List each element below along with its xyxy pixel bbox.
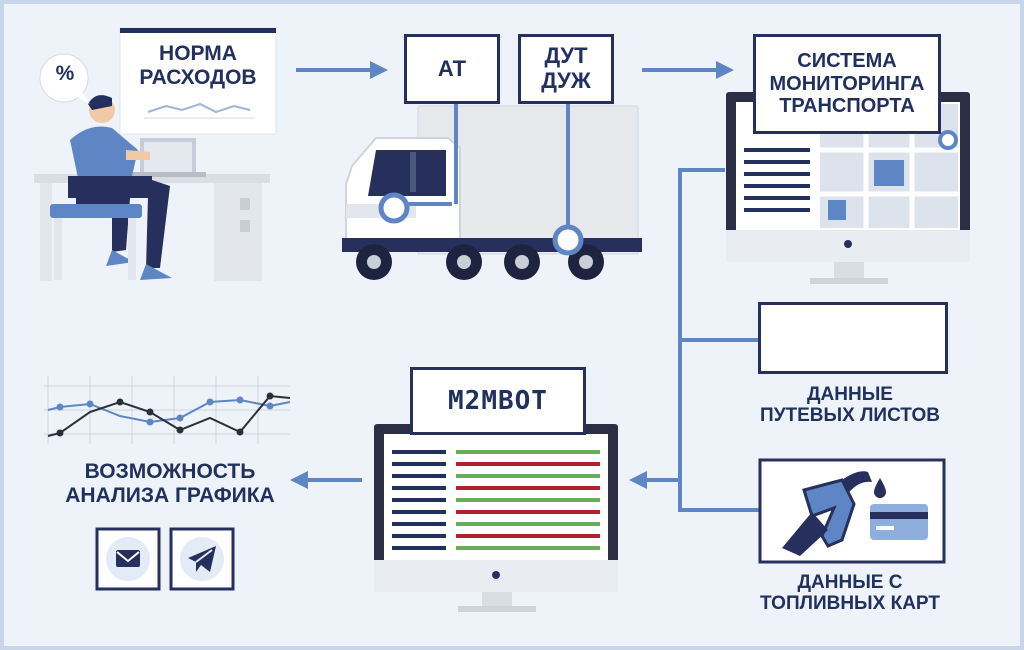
m2mbot-box: M2MBOT — [410, 367, 586, 435]
analysis-label: ВОЗМОЖНОСТЬ АНАЛИЗА ГРАФИКА — [65, 460, 275, 507]
sensor-at-label: АТ — [437, 55, 467, 81]
envelope-icon — [95, 527, 161, 591]
m2mbot-logo: M2MBOT — [448, 386, 548, 416]
truck-illustration — [342, 104, 642, 280]
percent-bubble-icon — [39, 53, 90, 104]
person-at-desk-illustration — [34, 53, 270, 281]
monitoring-box: СИСТЕМА МОНИТОРИНГА ТРАНСПОРТА — [753, 34, 941, 134]
fuel-nozzle-icon — [782, 471, 886, 556]
monitoring-label: СИСТЕМА МОНИТОРИНГА ТРАНСПОРТА — [769, 50, 925, 118]
arrow-m2mbot-to-analysis — [290, 471, 362, 489]
sensor-at-marker — [378, 192, 410, 224]
fuel-cards-label: ДАННЫЕ С ТОПЛИВНЫХ КАРТ — [760, 572, 940, 615]
m2mbot-monitor — [374, 424, 618, 612]
fuel-card-illustration — [758, 458, 946, 564]
sensor-at-box: АТ — [404, 34, 500, 104]
telegram-icon — [169, 527, 235, 591]
credit-card-icon — [870, 504, 928, 540]
arrow-norma-to-sensors — [296, 61, 388, 79]
arrows — [290, 61, 734, 489]
monitoring-monitor — [726, 92, 970, 284]
waybills-label: ДАННЫЕ ПУТЕВЫХ ЛИСТОВ — [760, 384, 940, 427]
arrow-sensors-to-monitoring — [642, 61, 734, 79]
sensor-dut-label: ДУТ ДУЖ — [541, 43, 591, 93]
norma-label: НОРМА РАСХОДОВ — [139, 42, 257, 89]
sensor-dut-marker — [552, 224, 584, 256]
norma-board — [119, 27, 277, 135]
analysis-line-chart — [44, 376, 291, 444]
sensor-dut-box: ДУТ ДУЖ — [518, 34, 614, 104]
logo-1c-box — [758, 302, 948, 374]
connector-lines — [678, 168, 762, 512]
arrow-to-m2mbot — [629, 471, 680, 489]
percent-label: % — [55, 62, 75, 85]
